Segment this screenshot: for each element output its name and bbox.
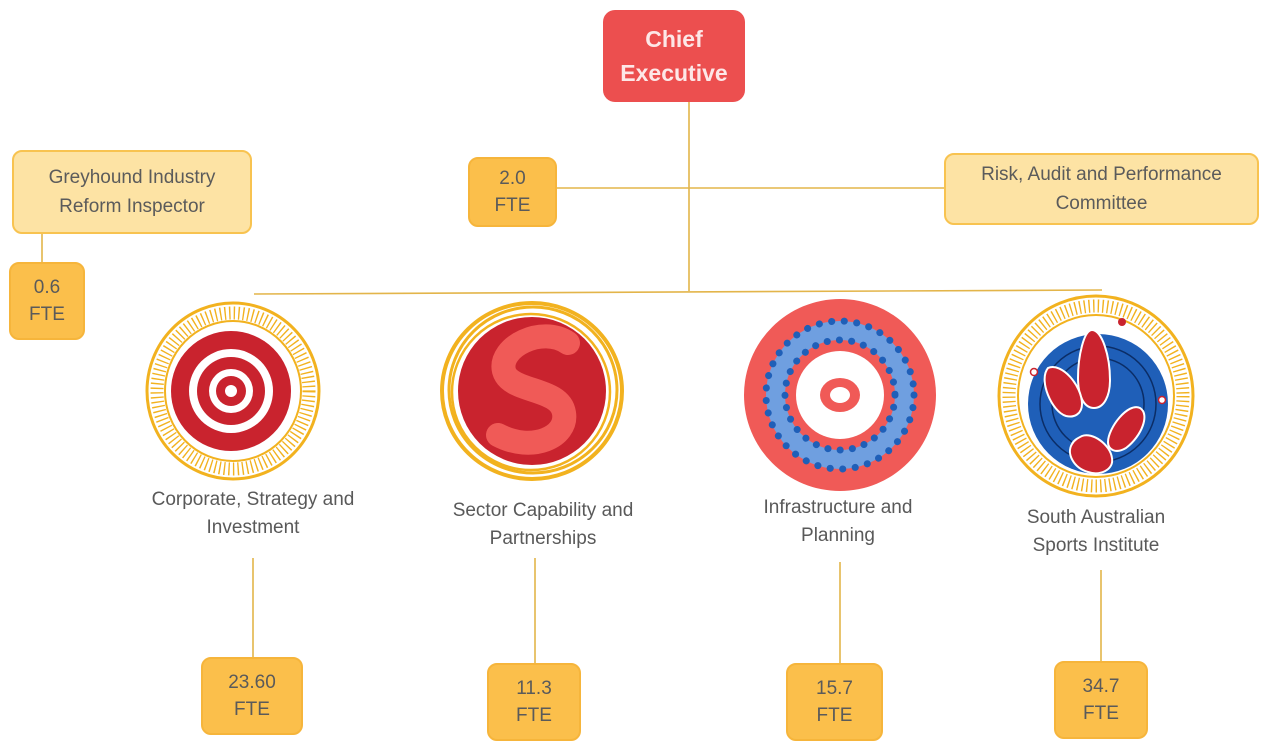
dept3-fte-box[interactable]: 15.7 FTE <box>786 663 883 741</box>
fte-value: 34.7 <box>1082 676 1120 697</box>
fte-unit: FTE <box>1083 703 1119 724</box>
greyhound-inspector-box[interactable]: Greyhound Industry Reform Inspector <box>12 150 252 234</box>
dept2-line2: Partnerships <box>489 528 597 549</box>
fte-unit: FTE <box>234 699 270 720</box>
fte-value: 11.3 <box>516 678 552 699</box>
department-label: Corporate, Strategy and Investment <box>98 486 408 542</box>
dept1-line1: Corporate, Strategy and <box>151 489 355 510</box>
sector-capability-emblem-icon <box>440 301 624 481</box>
dept2-fte-box[interactable]: 11.3 FTE <box>487 663 581 741</box>
chief-executive-line2: Executive <box>620 60 728 86</box>
risk-committee-line2: Committee <box>1055 193 1148 214</box>
greyhound-fte-box[interactable]: 0.6 FTE <box>9 262 85 340</box>
dept4-line2: Sports Institute <box>1032 535 1160 556</box>
dept1-fte-box[interactable]: 23.60 FTE <box>201 657 303 735</box>
greyhound-line1: Greyhound Industry <box>48 167 216 188</box>
chief-executive-box[interactable]: Chief Executive <box>603 10 745 102</box>
chief-executive-line1: Chief <box>645 26 703 52</box>
fte-value: 2.0 <box>499 168 526 189</box>
dept3-line2: Planning <box>801 525 875 546</box>
dept4-fte-box[interactable]: 34.7 FTE <box>1054 661 1148 739</box>
dept3-line1: Infrastructure and <box>763 497 913 518</box>
dept1-line2: Investment <box>206 517 300 538</box>
fte-unit: FTE <box>816 705 853 726</box>
risk-audit-committee-box[interactable]: Risk, Audit and Performance Committee <box>944 153 1259 225</box>
department-label: Sector Capability and Partnerships <box>388 497 698 553</box>
fte-value: 23.60 <box>228 672 276 693</box>
risk-committee-line1: Risk, Audit and Performance <box>981 164 1222 185</box>
fte-unit: FTE <box>29 304 65 325</box>
department-label: South Australian Sports Institute <box>946 504 1246 560</box>
infrastructure-planning-emblem-icon <box>744 299 936 491</box>
dept4-line1: South Australian <box>1026 507 1166 528</box>
fte-value: 15.7 <box>816 678 853 699</box>
greyhound-line2: Reform Inspector <box>59 196 205 217</box>
fte-unit: FTE <box>494 195 531 216</box>
department-bus-line <box>253 289 1103 295</box>
department-label: Infrastructure and Planning <box>688 494 988 550</box>
fte-value: 0.6 <box>33 277 61 298</box>
sports-institute-emblem-icon <box>997 294 1195 498</box>
fte-unit: FTE <box>516 705 552 726</box>
corporate-strategy-emblem-icon <box>145 301 321 481</box>
chief-executive-fte-box[interactable]: 2.0 FTE <box>468 157 557 227</box>
dept2-line1: Sector Capability and <box>452 500 634 521</box>
